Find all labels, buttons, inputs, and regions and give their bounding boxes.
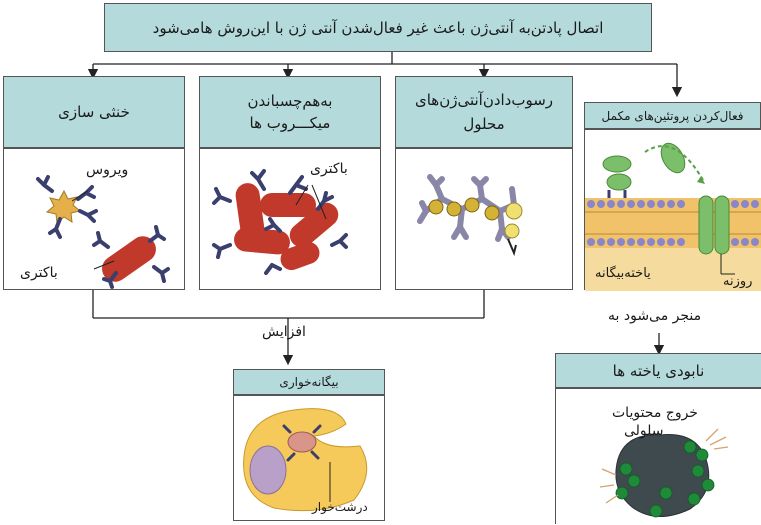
virus-label: ویروس [86,162,129,178]
antibody-icon [36,175,98,239]
cell-contents-label-line1: خروج محتویات [612,405,698,421]
bacteria-cluster-icon [234,183,339,271]
agglutination-panel: باکتری [199,148,381,290]
main-title: اتصال پادتن‌به آنتی‌ژن باعث غیر فعال‌شدن… [104,3,652,52]
agglutination-illustration [212,169,348,275]
cell-death-header: نابودی یاخته ها [555,353,761,388]
complement-panel: یاخته‌بیگانه روزنه [584,129,761,291]
cell-contents-icon [615,440,715,518]
agglutination-header: به‌هم‌چسباندن میکـــروب ها [199,76,381,148]
complement-illustration [585,142,761,291]
complement-header: فعال‌کردن پروتئین‌های مکمل [584,102,761,129]
cell-contents-label-line2: سلولی [624,423,664,439]
complement-protein-icon [602,142,730,255]
precipitation-header: رسوب‌دادن‌آنتی‌ژن‌های محلول [395,76,573,148]
macrophage-label: درشت‌خوار [312,500,368,514]
phagocytosis-header: بیگانه‌خواری [233,369,385,395]
leads-to-label: منجر می‌شود به [608,308,702,324]
precipitation-panel [395,148,573,290]
foreign-cell-label: یاخته‌بیگانه [595,266,651,281]
antigen-icon [428,197,500,221]
nucleus-icon [249,445,287,495]
cell-death-illustration [599,428,729,518]
neutralization-illustration [36,175,170,289]
engulfed-bacteria-icon [287,431,317,453]
bacteria-label-neutralization: باکتری [20,265,58,281]
phagocytosis-panel: درشت‌خوار [233,395,385,521]
virus-icon [45,189,82,224]
precipitation-illustration [417,174,523,257]
phagocytosis-illustration [243,408,368,512]
neutralization-panel: ویروس باکتری [3,148,185,290]
main-title-text: اتصال پادتن‌به آنتی‌ژن باعث غیر فعال‌شدن… [152,18,604,37]
neutralization-header: خنثی سازی [3,76,185,148]
membrane-icon [587,200,759,246]
increase-label: افزایش [262,324,306,340]
cell-death-panel: خروج محتویات سلولی [555,388,761,524]
bacteria-icon [102,236,156,282]
bacteria-label-agglutination: باکتری [310,161,348,177]
pore-label: روزنه [723,274,753,289]
